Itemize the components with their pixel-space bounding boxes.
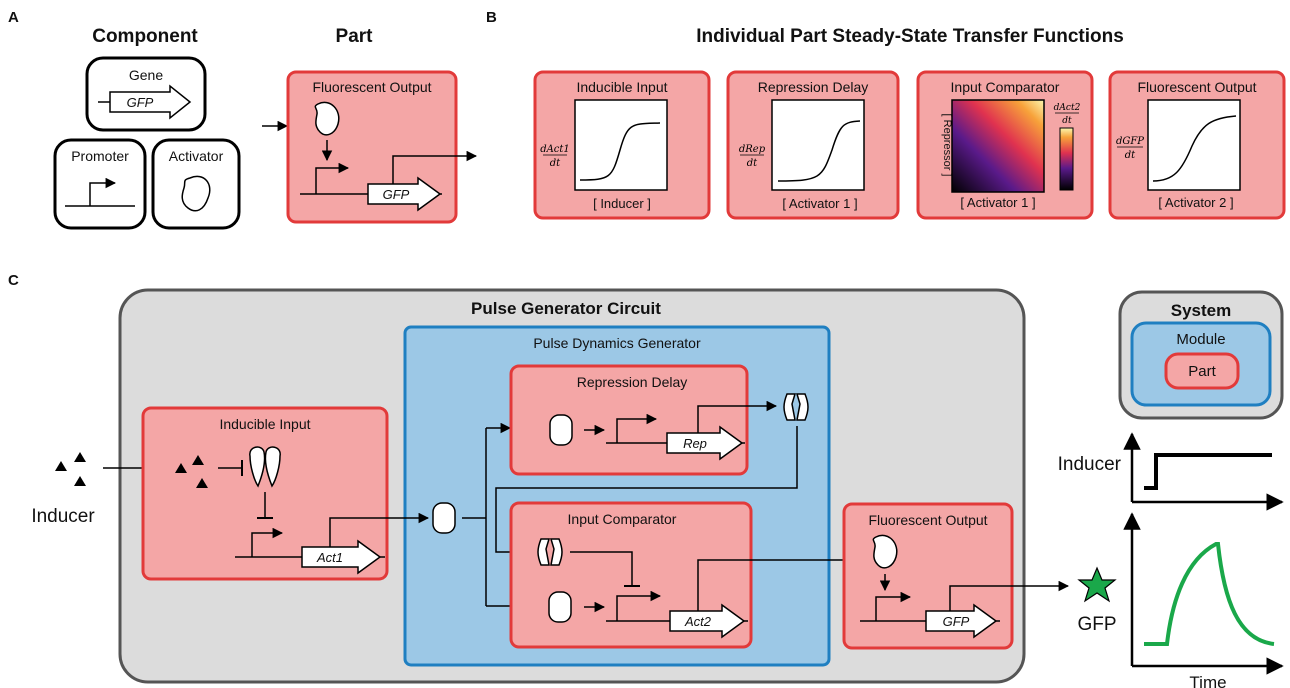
colorbar-label-bottom: dt — [1062, 116, 1072, 126]
gfp-pulse-curve — [1144, 542, 1275, 646]
gene-text: GFP — [127, 95, 154, 110]
hierarchy-legend: System Module Part — [1118, 290, 1284, 420]
activator-component: Activator — [151, 138, 241, 230]
x-label: [ Activator 2 ] — [1158, 195, 1233, 210]
promoter-label: Promoter — [71, 148, 129, 164]
promoter-arrow-icon — [315, 162, 350, 194]
repressor-protein-icon — [783, 393, 809, 421]
promoter-arrow-icon — [616, 413, 658, 443]
inducer-label: Inducer — [31, 506, 95, 527]
box-title: Inducible Input — [576, 79, 667, 95]
activator-protein-icon — [181, 175, 211, 212]
heatmap — [951, 99, 1045, 193]
transfer-function-inducible-input: Inducible Input dAct1 dt [ Inducer ] — [533, 70, 711, 220]
time-axis-label: Time — [1189, 673, 1226, 688]
gene-arrow-icon — [669, 603, 746, 639]
y-label-top: dGFP — [1116, 136, 1144, 147]
part-gene-text: GFP — [383, 187, 410, 202]
part-title: Fluorescent Output — [312, 79, 431, 95]
gene-component: Gene GFP — [85, 56, 207, 132]
transfer-function-input-comparator: Input Comparator [ Repressor ] dAct2 dt … — [916, 70, 1094, 220]
activator-1-protein-icon — [432, 502, 456, 534]
y-label-bottom: dt — [1125, 150, 1136, 161]
gfp-time-plot: Time — [1123, 512, 1284, 688]
gene-arrow-icon — [925, 603, 998, 639]
panel-b-heading: Individual Part Steady-State Transfer Fu… — [696, 26, 1124, 47]
gene-text: GFP — [943, 614, 970, 629]
promoter-arrow-icon — [89, 177, 117, 206]
x-label: [ Activator 1 ] — [960, 195, 1035, 210]
part-title: Repression Delay — [577, 374, 688, 390]
transfer-function-repression-delay: Repression Delay dRep dt [ Activator 1 ] — [726, 70, 900, 220]
panel-label-c: C — [8, 272, 19, 289]
circuit-title: Pulse Generator Circuit — [471, 299, 661, 318]
promoter-component: Promoter — [53, 138, 147, 230]
gene-arrow-icon — [666, 425, 744, 461]
gene-label: Gene — [129, 67, 163, 83]
activator-protein-icon — [314, 101, 340, 136]
activator-2-protein-icon — [872, 534, 898, 569]
inducer-time-plot: Inducer — [1058, 432, 1284, 511]
gfp-output-label: GFP — [1077, 614, 1116, 635]
transfer-curve — [579, 122, 661, 181]
part-inducible-input: Inducible Input Act1 — [141, 406, 389, 581]
activator-1-protein-icon — [549, 414, 573, 446]
gene-text: Act2 — [684, 614, 712, 629]
transfer-function-fluorescent-output: Fluorescent Output dGFP dt [ Activator 2… — [1108, 70, 1286, 220]
activator-1-protein-icon — [548, 591, 572, 623]
gene-text: Rep — [683, 436, 707, 451]
part-fluorescent-output-circuit: Fluorescent Output GFP — [842, 502, 1070, 650]
promoter-arrow-icon — [251, 527, 284, 557]
inducer-step-curve — [1144, 453, 1272, 490]
x-label: [ Activator 1 ] — [782, 196, 857, 211]
gene-text: Act1 — [316, 550, 343, 565]
part-title: Input Comparator — [568, 511, 677, 527]
part-repression-delay: Repression Delay Rep — [509, 364, 778, 476]
y-label-top: dAct1 — [540, 144, 570, 155]
promoter-arrow-icon — [875, 591, 912, 621]
y-label: [ Repressor ] — [941, 114, 953, 177]
transfer-curve — [777, 120, 861, 182]
gfp-star-icon — [1077, 566, 1117, 603]
repressor-protein-icon — [537, 538, 563, 566]
part-heading: Part — [336, 26, 374, 47]
gene-arrow-icon — [109, 84, 192, 120]
part-fluorescent-output: Fluorescent Output GFP — [286, 70, 478, 224]
y-label-bottom: dt — [747, 158, 758, 169]
part-title: Fluorescent Output — [868, 512, 987, 528]
box-title: Repression Delay — [758, 79, 869, 95]
panel-label-b: B — [486, 9, 497, 26]
legend-part: Part — [1188, 363, 1216, 380]
panel-label-a: A — [8, 9, 19, 26]
module-title: Pulse Dynamics Generator — [533, 335, 701, 351]
x-label: [ Inducer ] — [593, 196, 651, 211]
part-input-comparator: Input Comparator Act2 — [509, 501, 868, 649]
part-title: Inducible Input — [219, 416, 310, 432]
box-title: Fluorescent Output — [1137, 79, 1256, 95]
colorbar-label-top: dAct2 — [1054, 103, 1081, 113]
inducer-plot-label: Inducer — [1058, 454, 1122, 475]
legend-system: System — [1171, 301, 1231, 320]
y-label-bottom: dt — [550, 158, 561, 169]
y-label-top: dRep — [739, 144, 766, 155]
gene-arrow-icon — [367, 176, 442, 212]
promoter-arrow-icon — [616, 590, 662, 621]
colorbar — [1059, 127, 1074, 191]
repressor-protein-icon — [249, 446, 281, 488]
legend-module: Module — [1176, 331, 1225, 348]
gene-arrow-icon — [301, 539, 382, 575]
inducer-molecules-icon — [175, 455, 208, 488]
activator-label: Activator — [169, 148, 224, 164]
transfer-curve — [1152, 115, 1237, 182]
box-title: Input Comparator — [951, 79, 1060, 95]
component-heading: Component — [92, 26, 198, 47]
inducer-molecules-icon — [55, 452, 86, 486]
